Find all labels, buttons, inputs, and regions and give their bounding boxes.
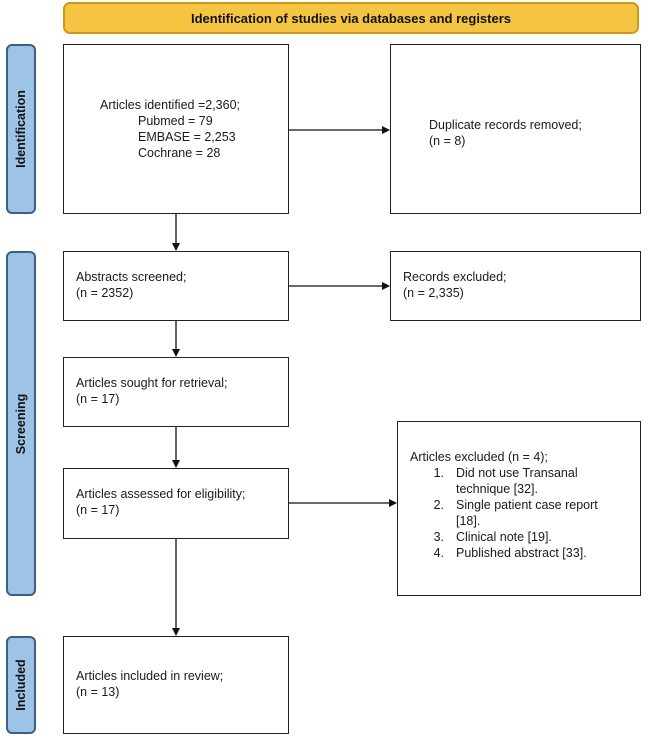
reason-number: 3. <box>433 530 444 544</box>
screened-count: (n = 2352) <box>76 286 134 300</box>
included-label: Articles included in review; <box>76 669 224 683</box>
screened-box: Abstracts screened; (n = 2352) <box>63 251 289 321</box>
screened-label: Abstracts screened; <box>76 270 187 284</box>
articles-excluded-box: Articles excluded (n = 4); 1. Did not us… <box>397 421 641 596</box>
included-count: (n = 13) <box>76 685 120 699</box>
assessed-label: Articles assessed for eligibility; <box>76 487 246 501</box>
duplicates-box: Duplicate records removed; (n = 8) <box>390 44 641 214</box>
records-excluded-box: Records excluded; (n = 2,335) <box>390 251 641 321</box>
reason-number: 4. <box>433 546 444 560</box>
exclusion-reasons-list: 1. Did not use Transanal technique [32].… <box>410 465 616 561</box>
phase-screening: Screening <box>6 251 36 596</box>
reason-number: 2. <box>433 498 444 512</box>
exclusion-reason: 4. Published abstract [33]. <box>410 545 616 561</box>
exclusion-reason: 2. Single patient case report [18]. <box>410 497 616 529</box>
sought-box: Articles sought for retrieval; (n = 17) <box>63 357 289 427</box>
assessed-count: (n = 17) <box>76 503 120 517</box>
reason-text: Single patient case report [18]. <box>456 498 598 528</box>
exclusion-reason: 1. Did not use Transanal technique [32]. <box>410 465 616 497</box>
duplicates-label: Duplicate records removed; <box>429 118 582 132</box>
exclusion-reason: 3. Clinical note [19]. <box>410 529 616 545</box>
reason-text: Clinical note [19]. <box>456 530 552 544</box>
identified-total: Articles identified =2,360; <box>100 98 241 112</box>
identified-embase: EMBASE = 2,253 <box>138 130 236 144</box>
identified-pubmed: Pubmed = 79 <box>138 114 213 128</box>
reason-number: 1. <box>433 466 444 480</box>
assessed-box: Articles assessed for eligibility; (n = … <box>63 468 289 539</box>
header-title: Identification of studies via databases … <box>190 10 512 26</box>
sought-label: Articles sought for retrieval; <box>76 376 228 390</box>
duplicates-count: (n = 8) <box>429 134 466 148</box>
reason-text: Did not use Transanal technique [32]. <box>456 466 578 496</box>
identified-cochrane: Cochrane = 28 <box>138 146 221 160</box>
articles-excluded-label: Articles excluded (n = 4); <box>410 450 548 464</box>
records-excluded-count: (n = 2,335) <box>403 286 464 300</box>
identified-box: Articles identified =2,360; Pubmed = 79 … <box>63 44 289 214</box>
included-box: Articles included in review; (n = 13) <box>63 636 289 734</box>
phase-included: Included <box>6 636 36 734</box>
sought-count: (n = 17) <box>76 392 120 406</box>
phase-identification: Identification <box>6 44 36 214</box>
reason-text: Published abstract [33]. <box>456 546 587 560</box>
header-banner: Identification of studies via databases … <box>63 2 639 34</box>
records-excluded-label: Records excluded; <box>403 270 507 284</box>
